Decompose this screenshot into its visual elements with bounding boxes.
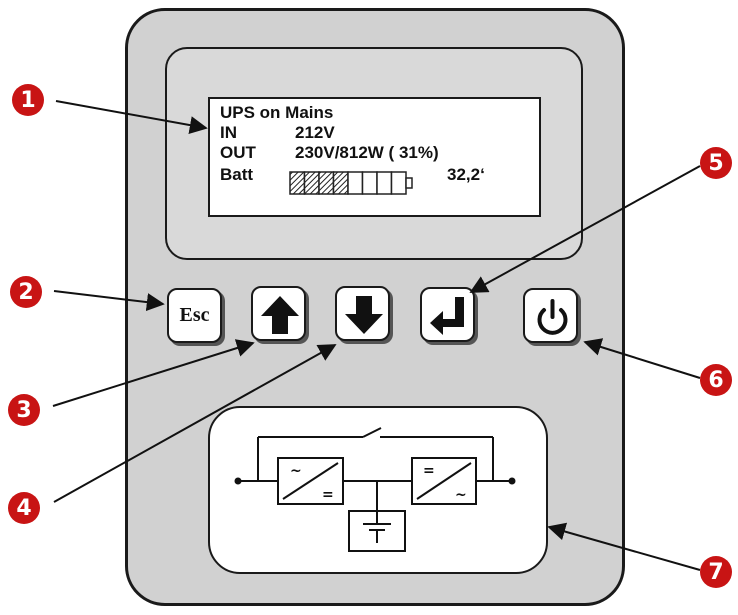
up-arrow-icon (261, 296, 299, 334)
rectifier-block: ~ = (277, 457, 344, 505)
bypass-switch-icon (362, 427, 382, 438)
down-arrow-icon (345, 296, 383, 334)
callout-4-arrow (53, 344, 337, 503)
enter-button[interactable] (420, 287, 475, 342)
inverter-input-symbol: = (423, 463, 435, 479)
down-button[interactable] (335, 286, 390, 341)
callout-5-arrow (469, 165, 701, 293)
lcd-in-value: 212V (295, 123, 335, 142)
callout-3: 3 (8, 394, 40, 426)
lcd-out-value: 230V/812W ( 31%) (295, 143, 439, 162)
power-button[interactable] (523, 288, 578, 343)
inverter-block: = ~ (411, 457, 477, 505)
callout-5: 5 (700, 147, 732, 179)
lcd-batt-label: Batt (220, 165, 254, 184)
callout-2-arrow (53, 290, 165, 312)
lcd-in-label: IN (220, 123, 237, 142)
callout-2: 2 (10, 276, 42, 308)
lcd-out-label: OUT (220, 143, 256, 162)
battery-symbol-icon (348, 510, 406, 552)
esc-button[interactable]: Esc (167, 288, 222, 343)
battery-terminal (405, 177, 413, 189)
rectifier-output-symbol: = (322, 487, 334, 503)
input-terminal (234, 477, 242, 485)
callout-1: 1 (12, 84, 44, 116)
power-icon (537, 299, 568, 335)
callout-4: 4 (8, 492, 40, 524)
callout-7-arrow (547, 522, 701, 571)
callout-7: 7 (700, 556, 732, 588)
esc-label: Esc (179, 304, 210, 326)
callout-1-arrow (55, 100, 208, 134)
up-button[interactable] (251, 286, 306, 341)
rectifier-input-symbol: ~ (290, 463, 302, 479)
callout-6-arrow (583, 338, 701, 379)
lcd-screen (208, 97, 541, 217)
output-terminal (508, 477, 516, 485)
enter-return-icon (430, 297, 464, 335)
lcd-status-line: UPS on Mains (220, 103, 334, 122)
lcd-batt-time: 32,2‘ (447, 165, 485, 184)
callout-6: 6 (700, 364, 732, 396)
battery-cells (289, 171, 407, 195)
callout-3-arrow (52, 339, 255, 407)
inverter-output-symbol: ~ (455, 487, 467, 503)
